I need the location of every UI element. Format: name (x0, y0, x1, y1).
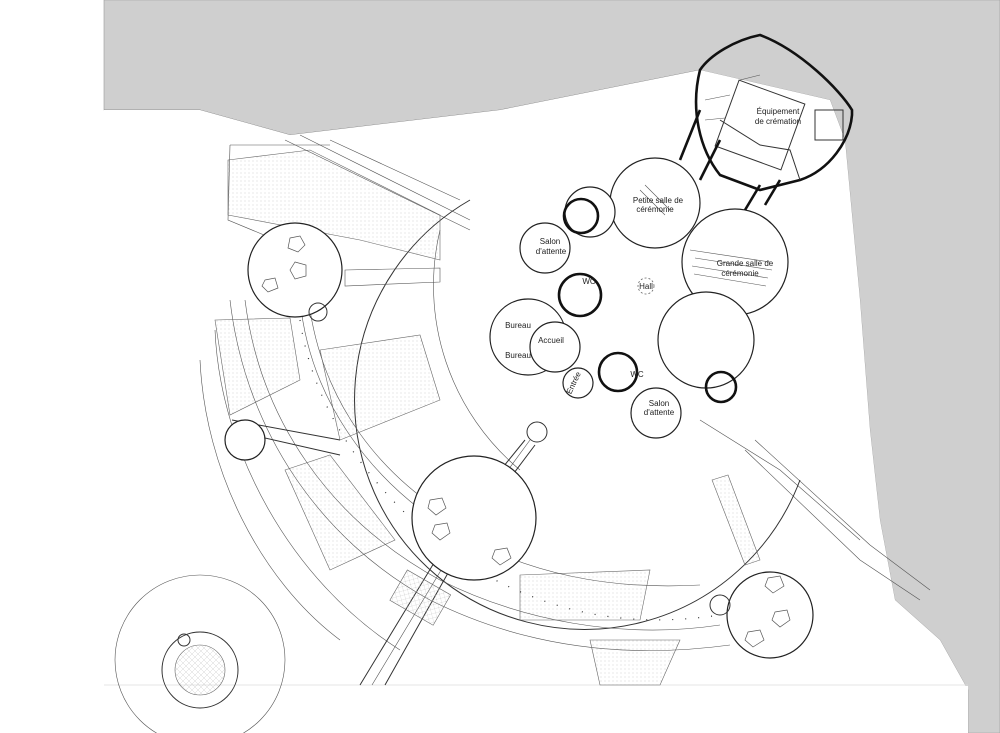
cylinder-west (224, 419, 266, 461)
label-salon-attente-1-line2: d'attente (536, 247, 567, 256)
label-salon-attente-2-line1: Salon (649, 399, 669, 408)
label-grande-salle-line2: cérémonie (721, 269, 759, 278)
label-salon-attente-2-line2: d'attente (644, 408, 675, 417)
label-wc-1: WC (582, 277, 596, 286)
garden-circle-east (709, 571, 814, 659)
label-equipement-line2: de crémation (755, 117, 801, 126)
label-equipement-line1: Équipement (757, 107, 800, 116)
label-bureau-2: Bureau (505, 351, 531, 360)
label-salon-attente-1-line1: Salon (540, 237, 560, 246)
label-petite-salle-line2: cérémonie (636, 205, 674, 214)
room-labels: Équipement de crémation Petite salle de … (505, 107, 801, 417)
concentric-paths (199, 149, 761, 686)
roundabout-southwest (114, 574, 286, 733)
label-hall: Hall (639, 282, 653, 291)
crematorium-building (489, 33, 854, 439)
garden-circle-north (247, 222, 343, 322)
circular-forecourt (354, 199, 801, 630)
garden-circle-center (411, 421, 548, 581)
label-bureau-1: Bureau (505, 321, 531, 330)
label-petite-salle-line1: Petite salle de (633, 196, 684, 205)
label-grande-salle-line1: Grande salle de (717, 259, 774, 268)
label-wc-2: WC (630, 370, 644, 379)
label-accueil: Accueil (538, 336, 564, 345)
